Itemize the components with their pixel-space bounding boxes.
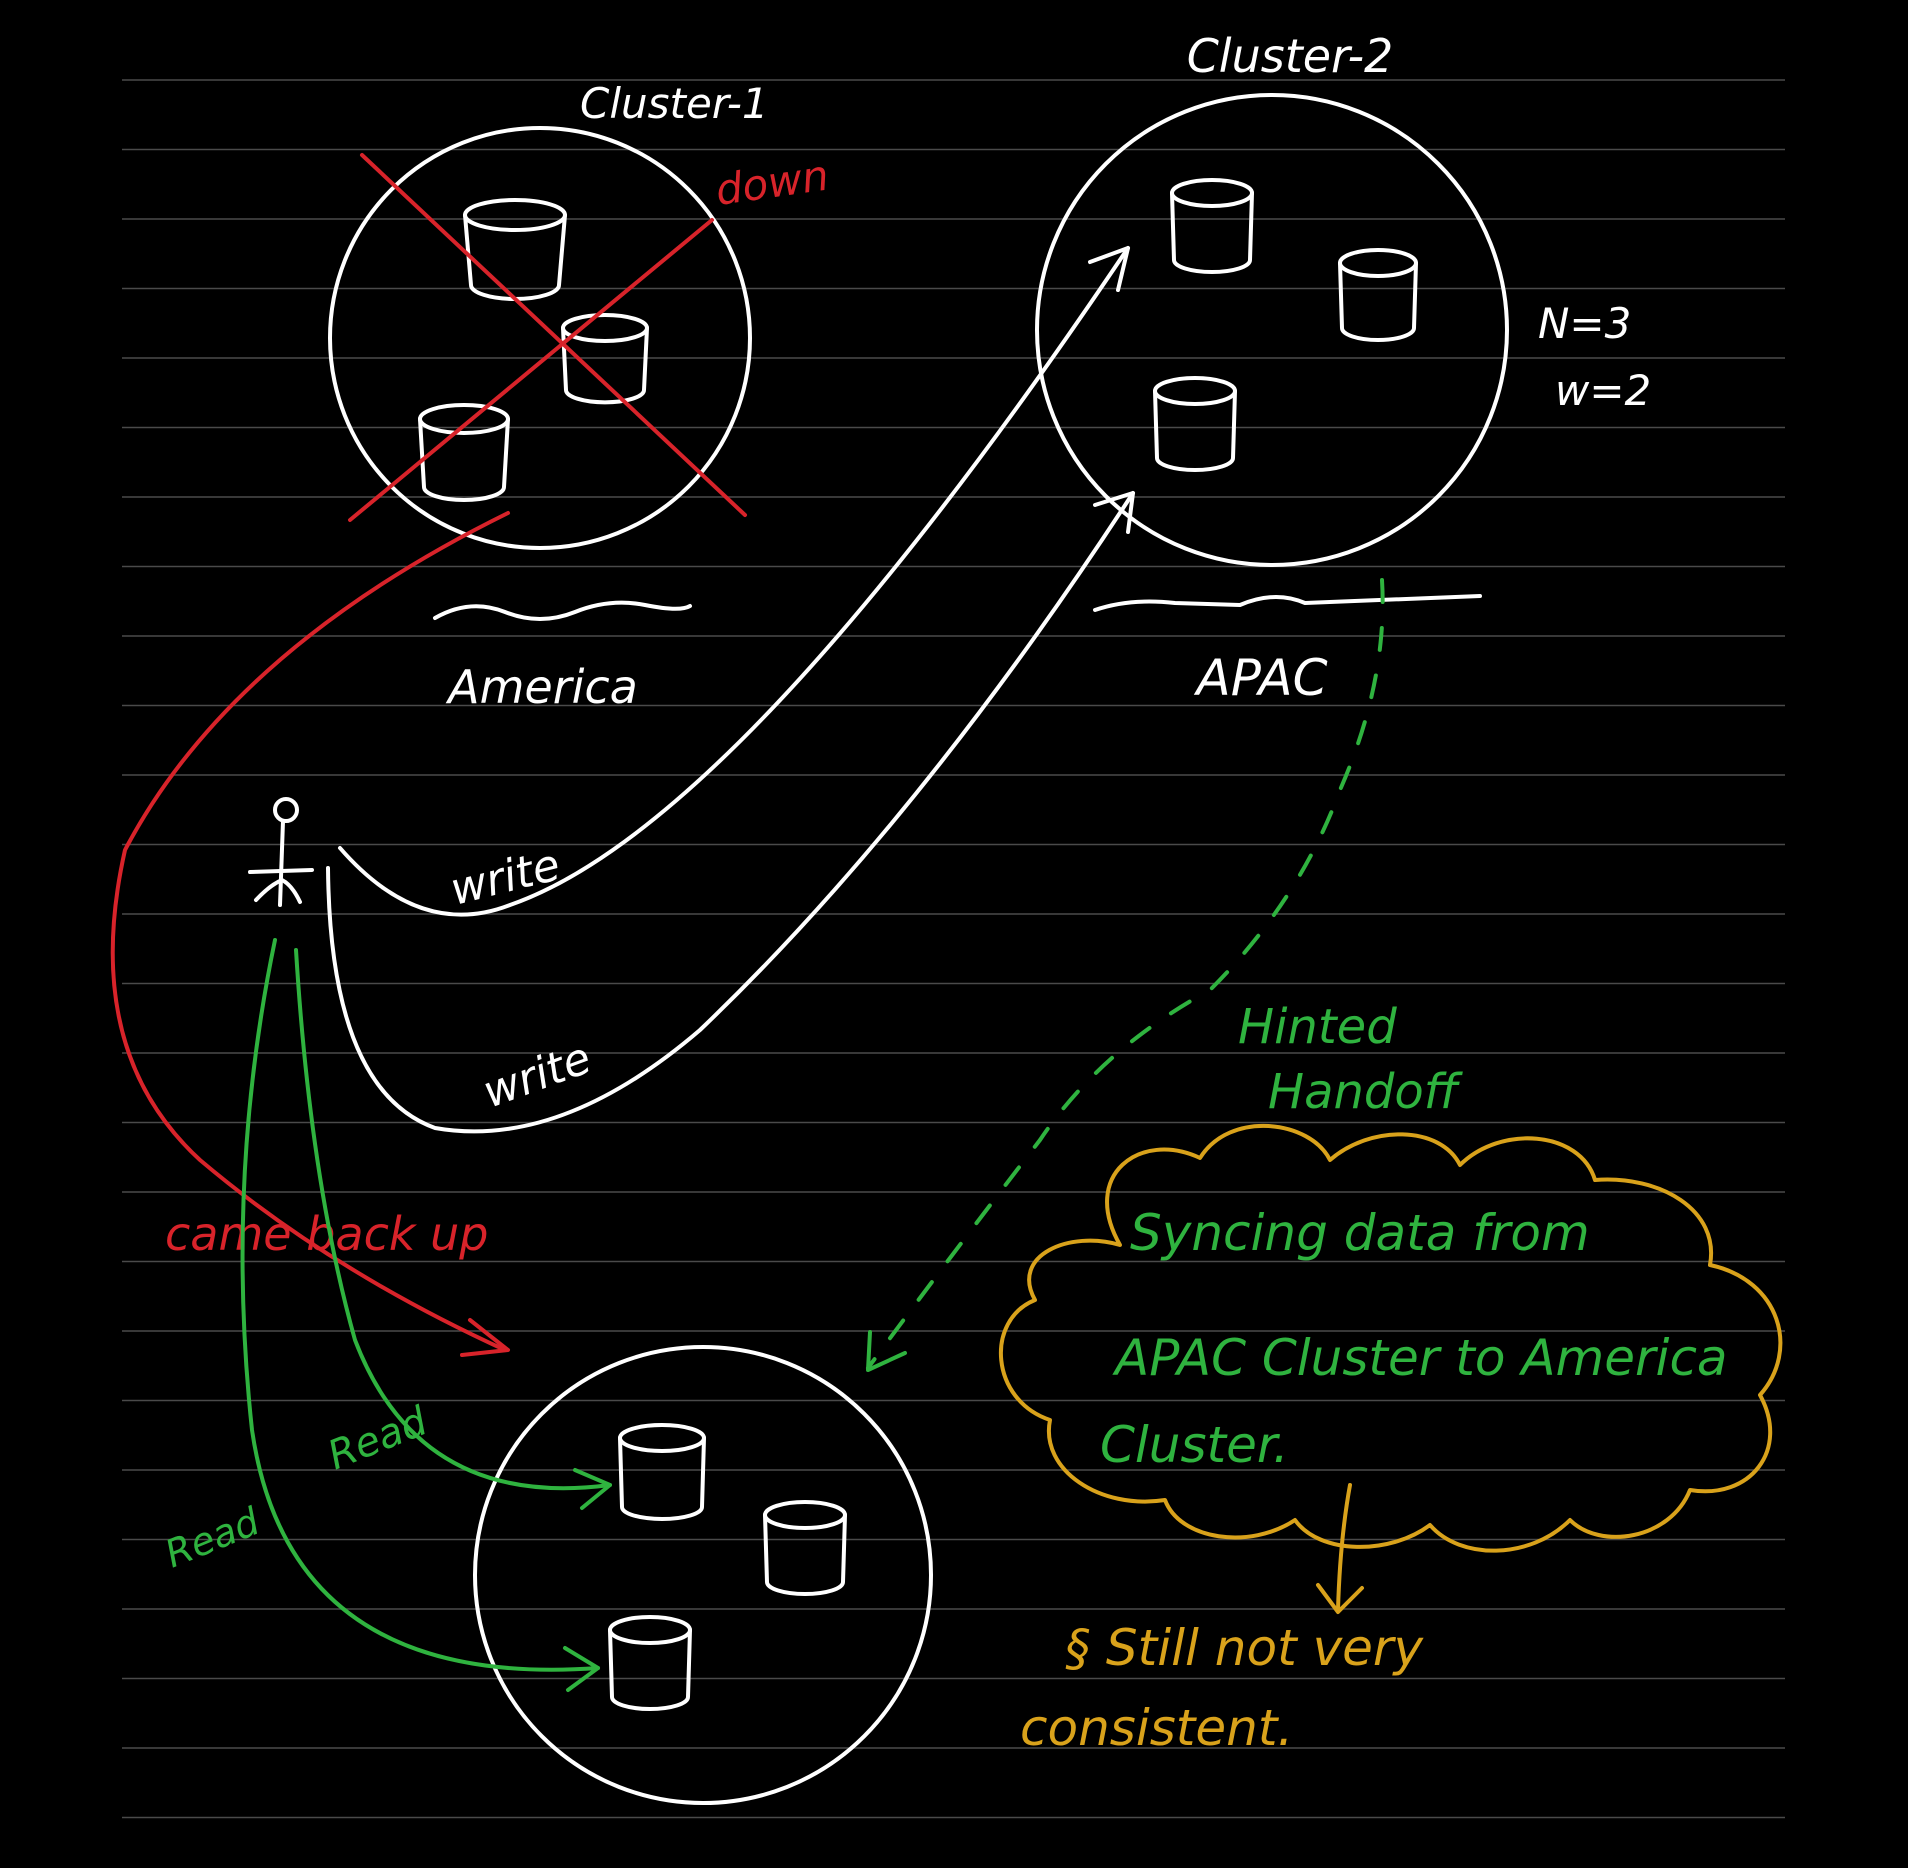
- cluster-2-squiggle: [1093, 594, 1482, 612]
- cluster-2-circle: [1035, 93, 1509, 567]
- cluster-1-node-a: [463, 198, 567, 301]
- read-label-2: Read: [159, 1499, 266, 1577]
- cluster-2-title: Cluster-2: [1187, 29, 1394, 83]
- cluster-1-node-b: [561, 313, 649, 405]
- write-label-2: write: [476, 1033, 597, 1119]
- write-label-1: write: [445, 839, 565, 915]
- cluster-2-param-w: w=2: [1555, 366, 1651, 415]
- cluster-1: Cluster-1 down America: [328, 79, 832, 714]
- cluster-1-title: Cluster-1: [580, 79, 769, 128]
- cluster-3-node-c: [608, 1615, 692, 1711]
- consistency-footnote: § Still not very consistent.: [1020, 1619, 1424, 1757]
- hinted-handoff-arrow: Hinted Handoff: [866, 578, 1464, 1372]
- cluster-1-cross-line-1: [360, 153, 747, 517]
- sync-note-cloud: Syncing data from APAC Cluster to Americ…: [998, 1124, 1783, 1614]
- footnote-line-2: consistent.: [1020, 1699, 1293, 1757]
- cluster-1-squiggle: [433, 600, 692, 621]
- cluster-3: [473, 1345, 933, 1805]
- cluster-1-region: America: [445, 660, 638, 714]
- stick-figure-icon: [248, 797, 314, 907]
- cluster-3-node-b: [763, 1500, 847, 1596]
- cluster-2-param-n: N=3: [1538, 299, 1631, 348]
- cluster-2-region: APAC: [1194, 649, 1328, 707]
- cluster-2-node-b: [1338, 248, 1418, 342]
- cloud-note-line-1: Syncing data from: [1130, 1204, 1590, 1262]
- cloud-pointer-line: [1336, 1483, 1352, 1612]
- hinted-handoff-label-2: Handoff: [1268, 1064, 1464, 1120]
- cluster-1-cross-line-2: [348, 218, 714, 522]
- cloud-pointer-head: [1316, 1583, 1364, 1614]
- came-back-up-arrow: came back up: [110, 511, 510, 1357]
- cluster-2-node-a: [1170, 178, 1254, 274]
- read-label-1: Read: [322, 1398, 435, 1479]
- cloud-note-line-2: APAC Cluster to America: [1112, 1329, 1728, 1387]
- cloud-outline: [998, 1124, 1783, 1553]
- cluster-1-circle: [328, 126, 752, 550]
- cloud-note-line-3: Cluster.: [1100, 1416, 1289, 1474]
- write-arrow-2: write: [326, 491, 1135, 1134]
- cluster-3-node-a: [618, 1423, 706, 1521]
- footnote-line-1: § Still not very: [1065, 1619, 1424, 1677]
- cluster-1-status: down: [713, 151, 832, 215]
- ruled-lines: [122, 79, 1785, 1819]
- cluster-3-circle: [473, 1345, 933, 1805]
- hinted-handoff-label-1: Hinted: [1238, 999, 1397, 1055]
- cluster-2-node-c: [1153, 376, 1237, 472]
- cluster-2: Cluster-2 N=3 w=2 APAC: [1035, 29, 1651, 707]
- write-arrow-1: write: [338, 246, 1130, 917]
- cluster-1-node-c: [418, 403, 510, 502]
